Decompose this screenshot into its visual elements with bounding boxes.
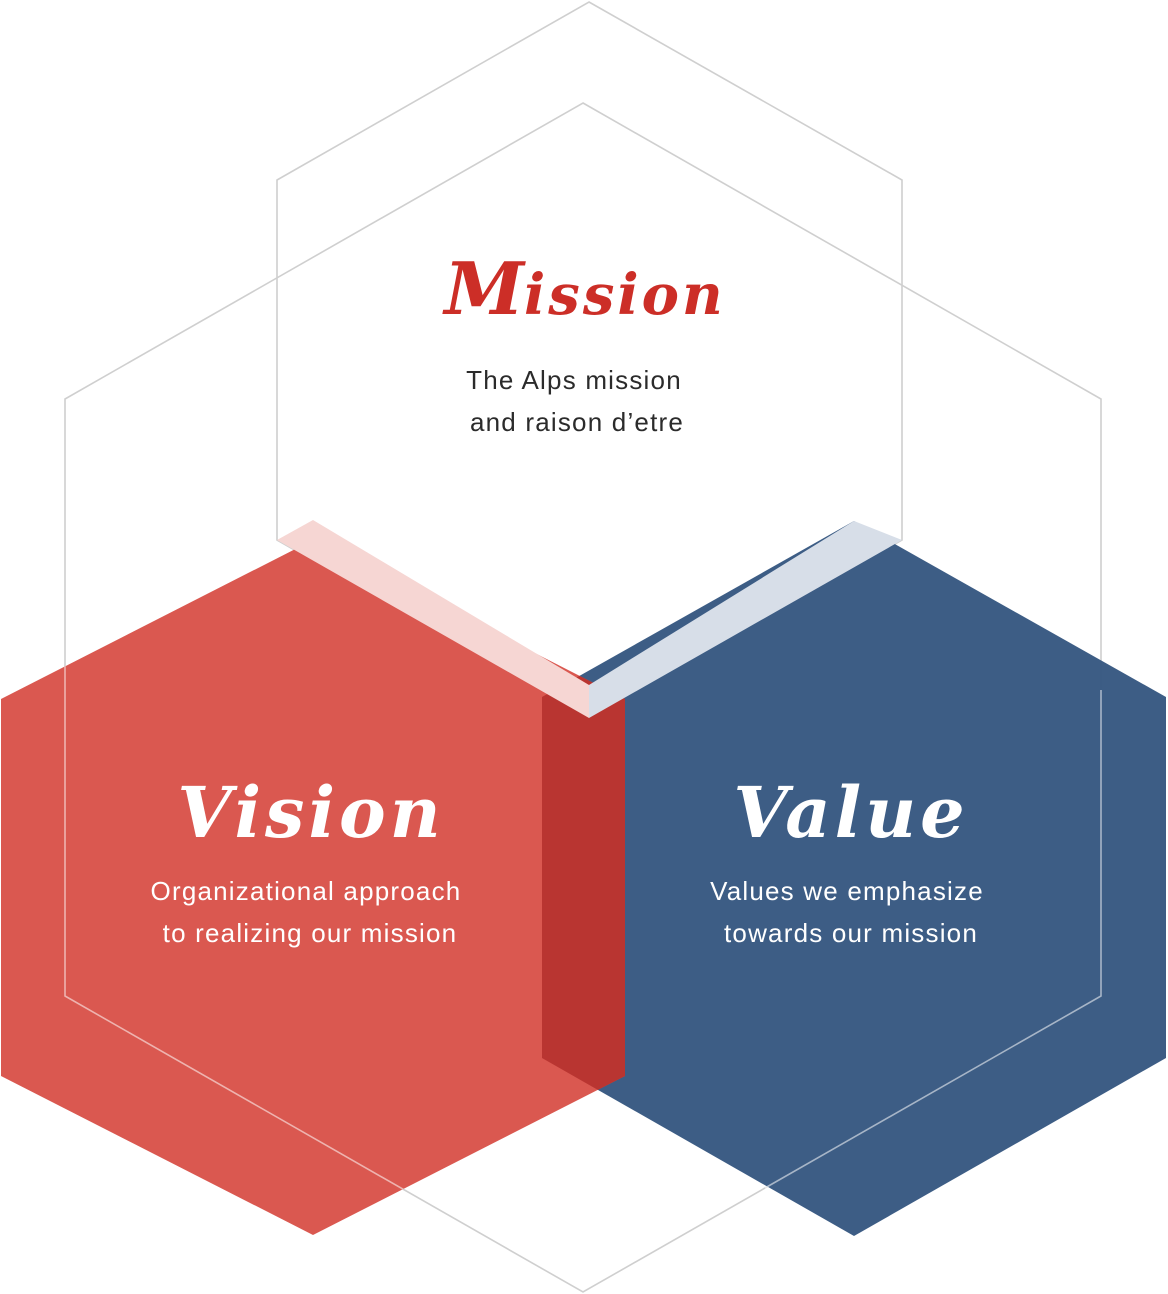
value-hexagon (542, 521, 1166, 1236)
vision-hexagon (1, 540, 625, 1235)
value-desc-line2: towards our mission (724, 918, 978, 948)
large-outline-hexagon (64, 102, 1102, 1293)
mission-desc-line1: The Alps mission (466, 365, 682, 395)
vision-desc-line2: to realizing our mission (163, 918, 458, 948)
vision-desc-line1: Organizational approach (151, 876, 462, 906)
mission-title: Mission (441, 246, 725, 331)
value-title: Value (733, 771, 968, 854)
mission-title-initial: M (441, 246, 526, 331)
outline-over-value (764, 690, 1102, 1189)
mission-title-rest: ission (524, 262, 726, 328)
value-desc-line1: Values we emphasize (710, 876, 984, 906)
mission-value-overlap-band (589, 521, 902, 718)
mission-desc-line2: and raison d’etre (470, 407, 684, 437)
vision-title: Vision (177, 771, 444, 854)
mission-vision-overlap-band (277, 520, 589, 718)
